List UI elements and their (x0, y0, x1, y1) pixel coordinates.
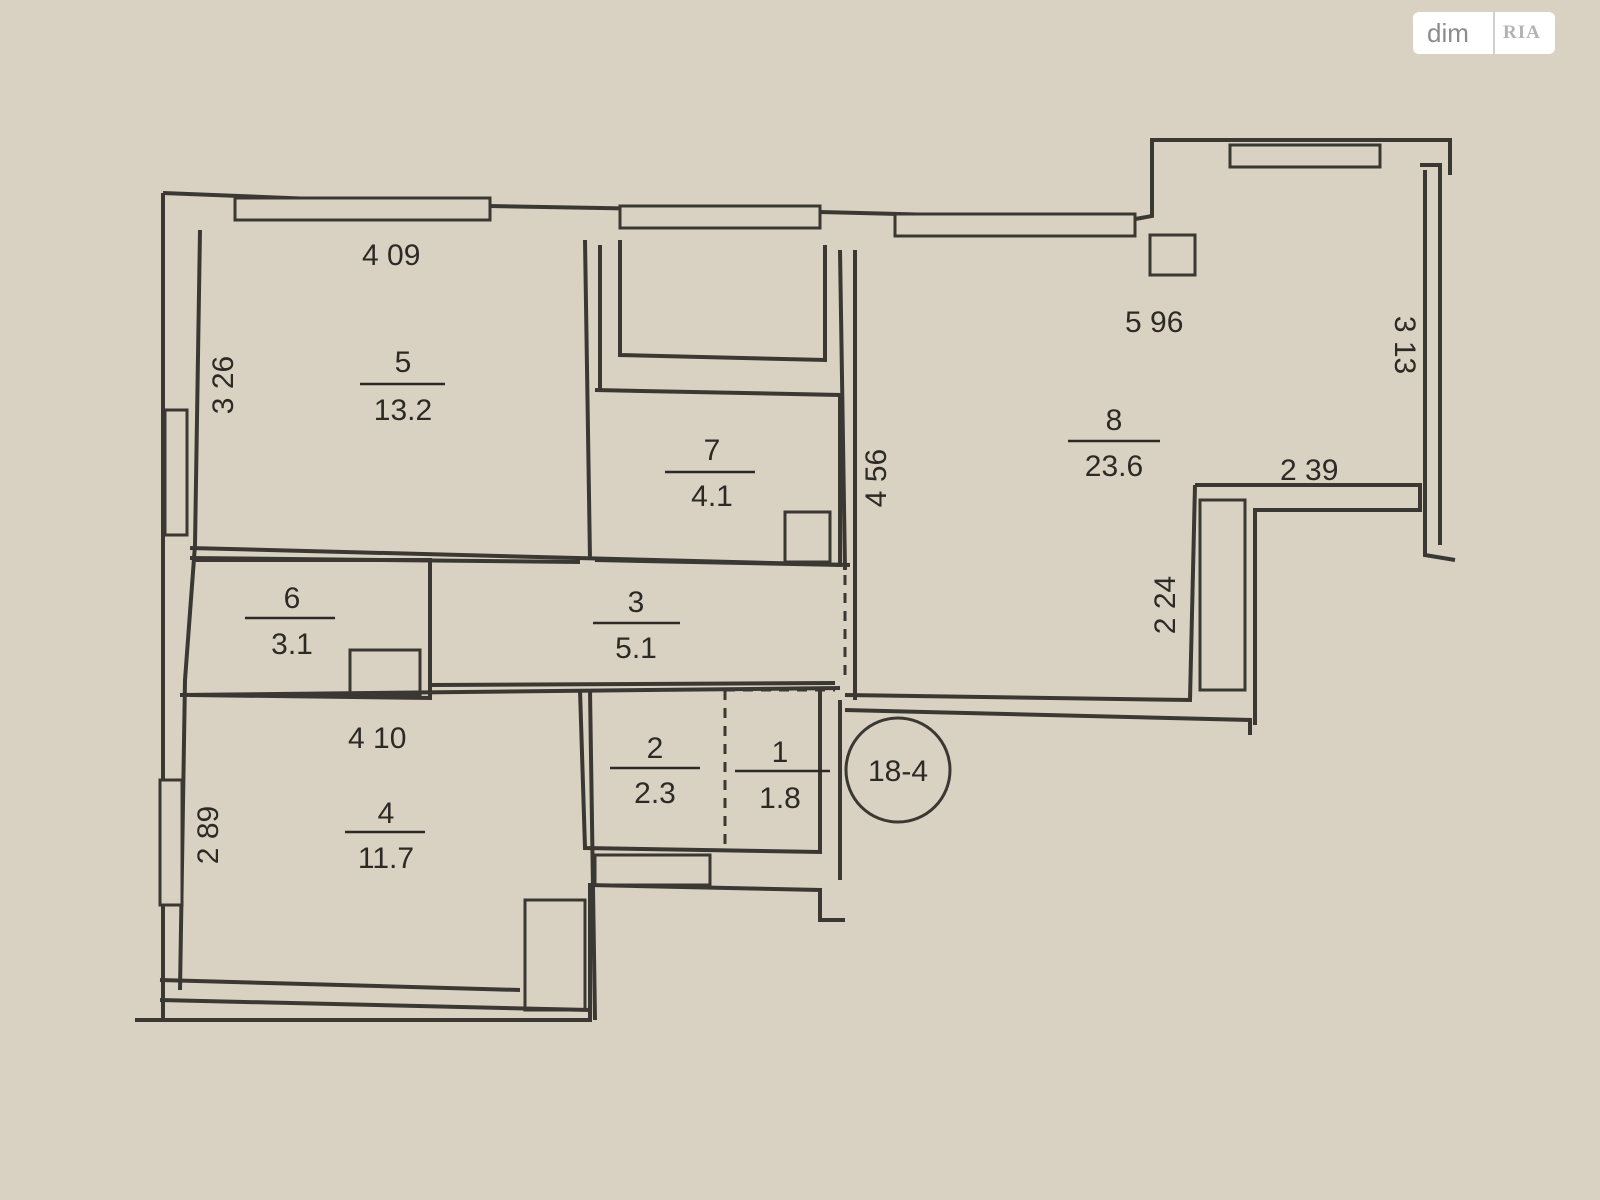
wall-room6 (189, 558, 432, 701)
wall-7-right (838, 249, 847, 571)
wall-right-inner (1420, 163, 1442, 545)
wall-bottom-inner (159, 978, 521, 992)
room-7-number: 7 (704, 434, 721, 467)
window-room8 (893, 212, 1137, 238)
wall-5-7 (583, 239, 592, 561)
wall-3-4 (179, 686, 841, 697)
room-7-area: 4.1 (691, 480, 733, 513)
cabinet-room4 (523, 898, 587, 1012)
dim-kitchen-depth: 2 24 (1149, 576, 1182, 634)
watermark-logo: RIA (1503, 22, 1541, 43)
watermark-divider (1493, 12, 1495, 54)
fixtures (348, 233, 1247, 1012)
room-4-area: 11.7 (358, 842, 414, 875)
wall-bottom-inner2 (159, 998, 591, 1012)
dim-room8-depth: 4 56 (860, 449, 893, 507)
dim-room5-height: 3 26 (207, 356, 240, 414)
dim-room4-height: 2 89 (192, 806, 225, 864)
room-2-area: 2.3 (634, 777, 676, 810)
wall-lower-right (844, 484, 1197, 703)
window-storage (618, 204, 822, 230)
unit-marker-circle (844, 716, 952, 824)
unit-marker-label: 18-4 (868, 755, 928, 788)
room-5-area: 13.2 (374, 394, 432, 427)
wall-top-left (162, 138, 1452, 223)
window-room5 (233, 196, 492, 222)
dimension-labels: 4 09 4 10 5 96 2 39 3 26 2 89 4 56 3 13 … (192, 239, 1421, 864)
room-1-area: 1.8 (759, 782, 801, 815)
room-8-area: 23.6 (1085, 450, 1143, 483)
fraction-bars (245, 382, 1160, 834)
room-6-area: 3.1 (271, 628, 313, 661)
room-4-number: 4 (378, 797, 395, 830)
dim-room8-width: 5 96 (1125, 306, 1183, 339)
wall-5-6 (189, 546, 851, 567)
unit-marker: 18-4 (844, 716, 952, 824)
wall-lower-right-2 (844, 708, 1252, 735)
room-8-number: 8 (1106, 404, 1123, 437)
room-6-number: 6 (284, 582, 301, 615)
watermark: dim RIA (1413, 12, 1555, 54)
stove-room6 (348, 648, 422, 697)
window-room8-top (1228, 143, 1382, 169)
dim-kitchen-width: 2 39 (1280, 454, 1338, 487)
wall-room4-right (588, 689, 597, 1021)
watermark-text: dim (1427, 17, 1469, 48)
wall-kitchen-step (1195, 483, 1422, 725)
wall-storage (618, 240, 827, 363)
room-labels: 5 13.2 7 4.1 8 23.6 6 3.1 3 5.1 2 2.3 1 … (271, 346, 1143, 875)
dim-room4-width: 4 10 (348, 722, 406, 755)
room-1-number: 1 (772, 736, 789, 769)
cabinet-kitchen (1198, 498, 1247, 692)
wall-room7 (594, 388, 842, 568)
dim-room5-width: 4 09 (362, 239, 420, 272)
shelves-room2 (593, 853, 712, 887)
windows (158, 143, 1382, 907)
window-left-4 (158, 778, 184, 907)
stove-room7 (783, 510, 832, 564)
room-5-number: 5 (395, 346, 412, 379)
wall-right-outer (1423, 170, 1456, 562)
room-3-number: 3 (628, 586, 645, 619)
walls (135, 138, 1456, 1022)
dim-room8-height: 3 13 (1388, 316, 1421, 374)
wall-bottom (135, 882, 845, 1022)
fixture-top-right (1148, 233, 1197, 277)
window-left-5 (163, 408, 189, 537)
wall-3-4b (429, 681, 836, 687)
room-2-number: 2 (647, 732, 664, 765)
room-3-area: 5.1 (615, 632, 657, 665)
